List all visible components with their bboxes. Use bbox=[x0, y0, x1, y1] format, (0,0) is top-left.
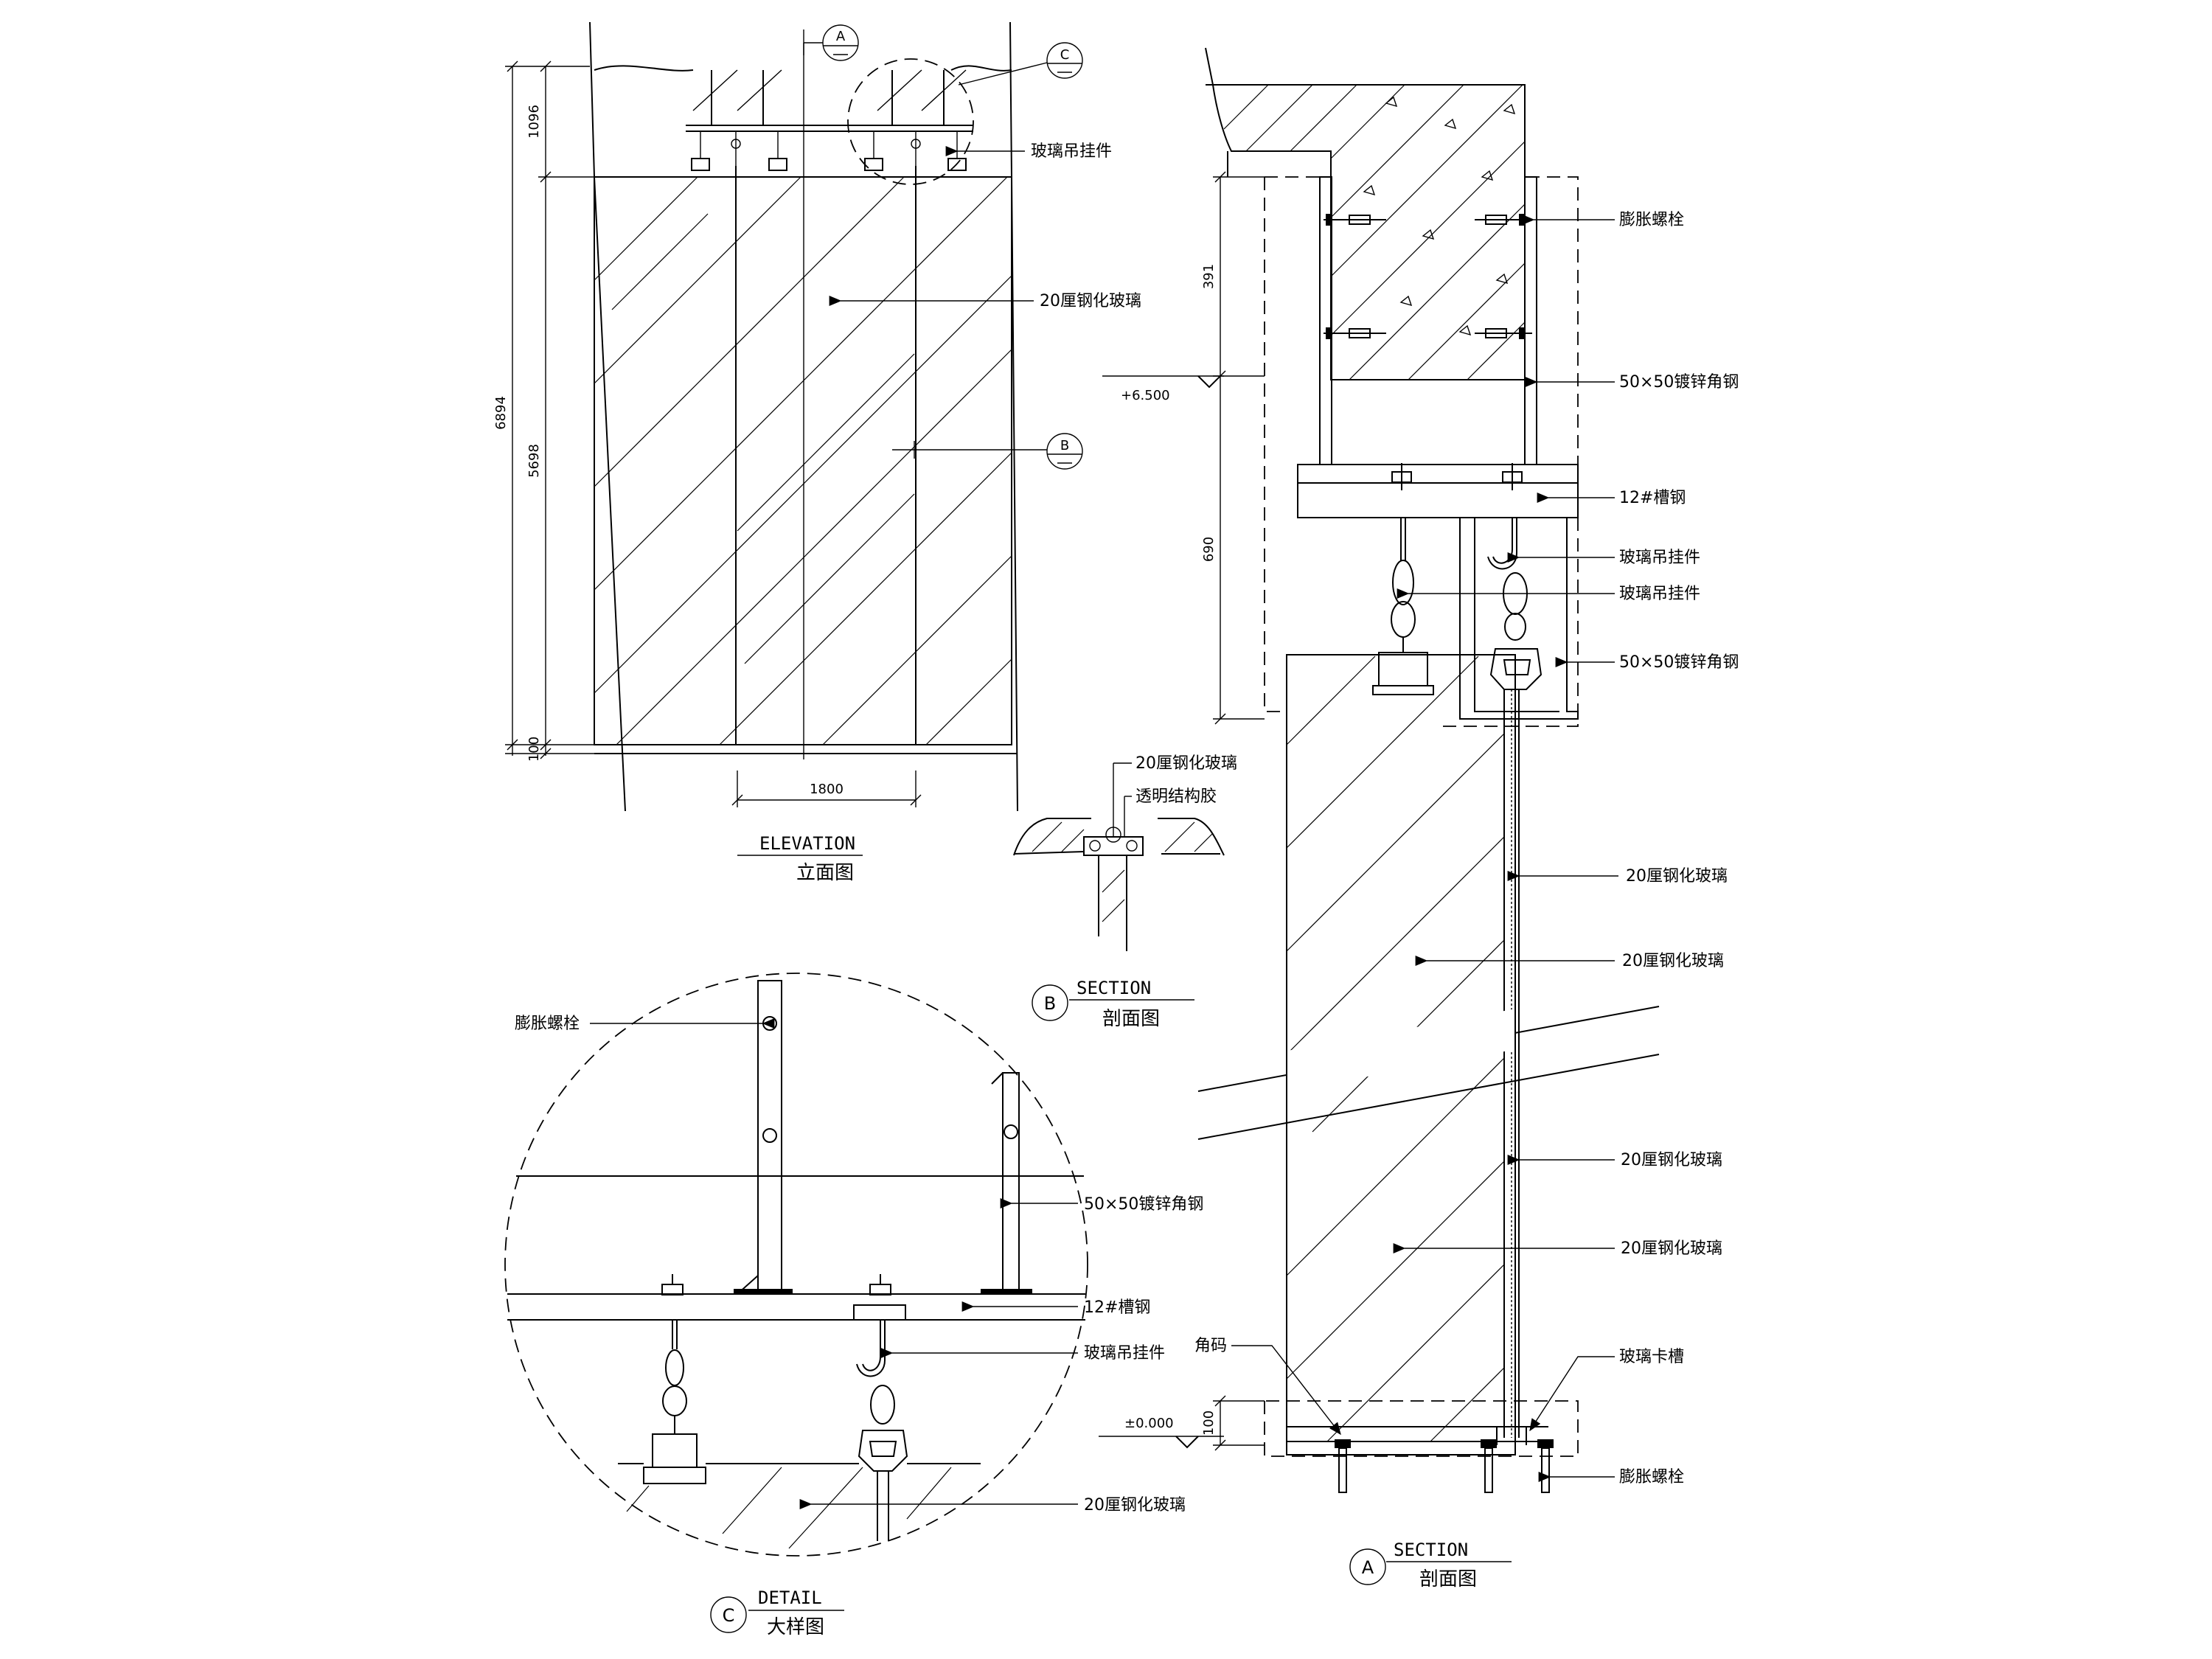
section-a-expansion-bolts bbox=[1324, 214, 1532, 339]
section-a-dimensions bbox=[1099, 171, 1265, 1451]
section-a-label-glass-1: 20厘钢化玻璃 bbox=[1626, 867, 1728, 886]
section-a-title-en: SECTION bbox=[1394, 1540, 1468, 1560]
elevation-top-profile bbox=[594, 65, 694, 72]
section-a-level-top: +6.500 bbox=[1121, 388, 1170, 403]
section-a-label-expansion-bolt-top: 膨胀螺栓 bbox=[1619, 211, 1684, 229]
elevation-glass-panel bbox=[594, 176, 1012, 745]
detail-label-channel-steel: 12#槽钢 bbox=[1084, 1298, 1150, 1317]
section-a-marker: A bbox=[1362, 1557, 1374, 1578]
section-b-marker: B bbox=[1044, 993, 1056, 1014]
detail-left-hanger bbox=[643, 1320, 706, 1484]
elevation-title-cn: 立面图 bbox=[796, 862, 854, 884]
callout-c-elevation: C bbox=[847, 42, 1083, 185]
detail-angle-steel bbox=[757, 980, 782, 1295]
section-b-title-en: SECTION bbox=[1077, 978, 1151, 998]
detail-c-circle bbox=[504, 973, 1088, 1557]
elevation-dimensions bbox=[505, 60, 922, 807]
section-a-label-channel-steel: 12#槽钢 bbox=[1619, 489, 1686, 507]
section-a-base-bolts bbox=[1335, 1439, 1554, 1493]
detail-c-view: 膨胀螺栓 50×50镀锌角钢 12#槽钢 玻璃吊挂件 20厘钢化玻璃 C DET… bbox=[504, 973, 1203, 1638]
section-a-title-cn: 剖面图 bbox=[1419, 1568, 1477, 1590]
elevation-dim-middle: 5698 bbox=[526, 444, 542, 478]
detail-label-expansion-bolt: 膨胀螺栓 bbox=[515, 1015, 580, 1033]
section-b-title-cn: 剖面图 bbox=[1102, 1008, 1160, 1030]
detail-glass-hatch bbox=[626, 1467, 952, 1549]
section-a-left-hanger bbox=[1372, 518, 1434, 695]
elevation-dim-bottom: 100 bbox=[526, 737, 542, 762]
section-a-label-angle-steel-1: 50×50镀锌角钢 bbox=[1619, 373, 1739, 392]
detail-label-glass-hanger: 玻璃吊挂件 bbox=[1084, 1344, 1165, 1363]
section-a-dim-lower: 690 bbox=[1201, 537, 1217, 562]
elevation-dim-width: 1800 bbox=[810, 782, 844, 797]
section-a-label-corner-code: 角码 bbox=[1194, 1337, 1227, 1355]
section-a-channel-steel bbox=[1297, 464, 1579, 518]
section-a-label-glass-2: 20厘钢化玻璃 bbox=[1622, 952, 1724, 970]
section-a-label-glass-3: 20厘钢化玻璃 bbox=[1621, 1151, 1722, 1169]
elevation-title-en: ELEVATION bbox=[759, 833, 855, 854]
section-a-label-glass-slot: 玻璃卡槽 bbox=[1619, 1348, 1684, 1366]
svg-text:B: B bbox=[1060, 438, 1069, 453]
svg-text:C: C bbox=[1060, 47, 1070, 63]
elevation-dim-total: 6894 bbox=[493, 396, 509, 430]
svg-text:A: A bbox=[836, 29, 846, 44]
detail-c-title-cn: 大样图 bbox=[767, 1616, 824, 1638]
section-a-level-bottom: ±0.000 bbox=[1124, 1416, 1174, 1431]
detail-angle-steel-2 bbox=[1002, 1072, 1020, 1295]
callout-b-elevation: B bbox=[892, 433, 1083, 470]
section-a-dim-upper: 391 bbox=[1201, 264, 1217, 289]
section-a-label-expansion-bolt-bottom: 膨胀螺栓 bbox=[1619, 1468, 1684, 1486]
section-a-glass-slab bbox=[1286, 654, 1516, 1455]
elevation-label-tempered-glass: 20厘钢化玻璃 bbox=[1040, 292, 1141, 310]
section-a-dim-base: 100 bbox=[1201, 1411, 1217, 1436]
section-a-label-glass-hanger-2: 玻璃吊挂件 bbox=[1619, 585, 1700, 603]
section-a-label-glass-hanger-1: 玻璃吊挂件 bbox=[1619, 549, 1700, 567]
section-b-label-tempered-glass: 20厘钢化玻璃 bbox=[1135, 754, 1237, 773]
section-a-label-glass-4: 20厘钢化玻璃 bbox=[1621, 1239, 1722, 1258]
detail-right-hanger bbox=[853, 1304, 908, 1541]
section-a-view: 391 690 100 +6.500 ±0.000 膨胀螺栓 50×50镀锌角钢… bbox=[1099, 47, 1739, 1590]
section-b-label-sealant: 透明结构胶 bbox=[1135, 787, 1217, 806]
section-a-concrete-slab bbox=[1205, 47, 1526, 380]
section-b-view: 20厘钢化玻璃 透明结构胶 B SECTION 剖面图 bbox=[1013, 754, 1237, 1030]
detail-label-tempered-glass: 20厘钢化玻璃 bbox=[1084, 1496, 1186, 1514]
detail-label-angle-steel: 50×50镀锌角钢 bbox=[1084, 1195, 1203, 1214]
section-a-concrete-hatch bbox=[1223, 84, 1526, 380]
section-a-label-angle-steel-2: 50×50镀锌角钢 bbox=[1619, 653, 1739, 672]
elevation-hangers bbox=[691, 69, 967, 171]
elevation-label-glass-hanger: 玻璃吊挂件 bbox=[1031, 142, 1112, 161]
elevation-glass-hatch bbox=[594, 176, 1012, 745]
detail-c-title-en: DETAIL bbox=[758, 1587, 822, 1608]
callout-a-elevation: A bbox=[803, 24, 859, 61]
detail-c-marker: C bbox=[723, 1605, 735, 1626]
elevation-dim-top: 1096 bbox=[526, 105, 542, 139]
elevation-view: 6894 1096 5698 100 1800 A C B bbox=[493, 21, 1141, 884]
